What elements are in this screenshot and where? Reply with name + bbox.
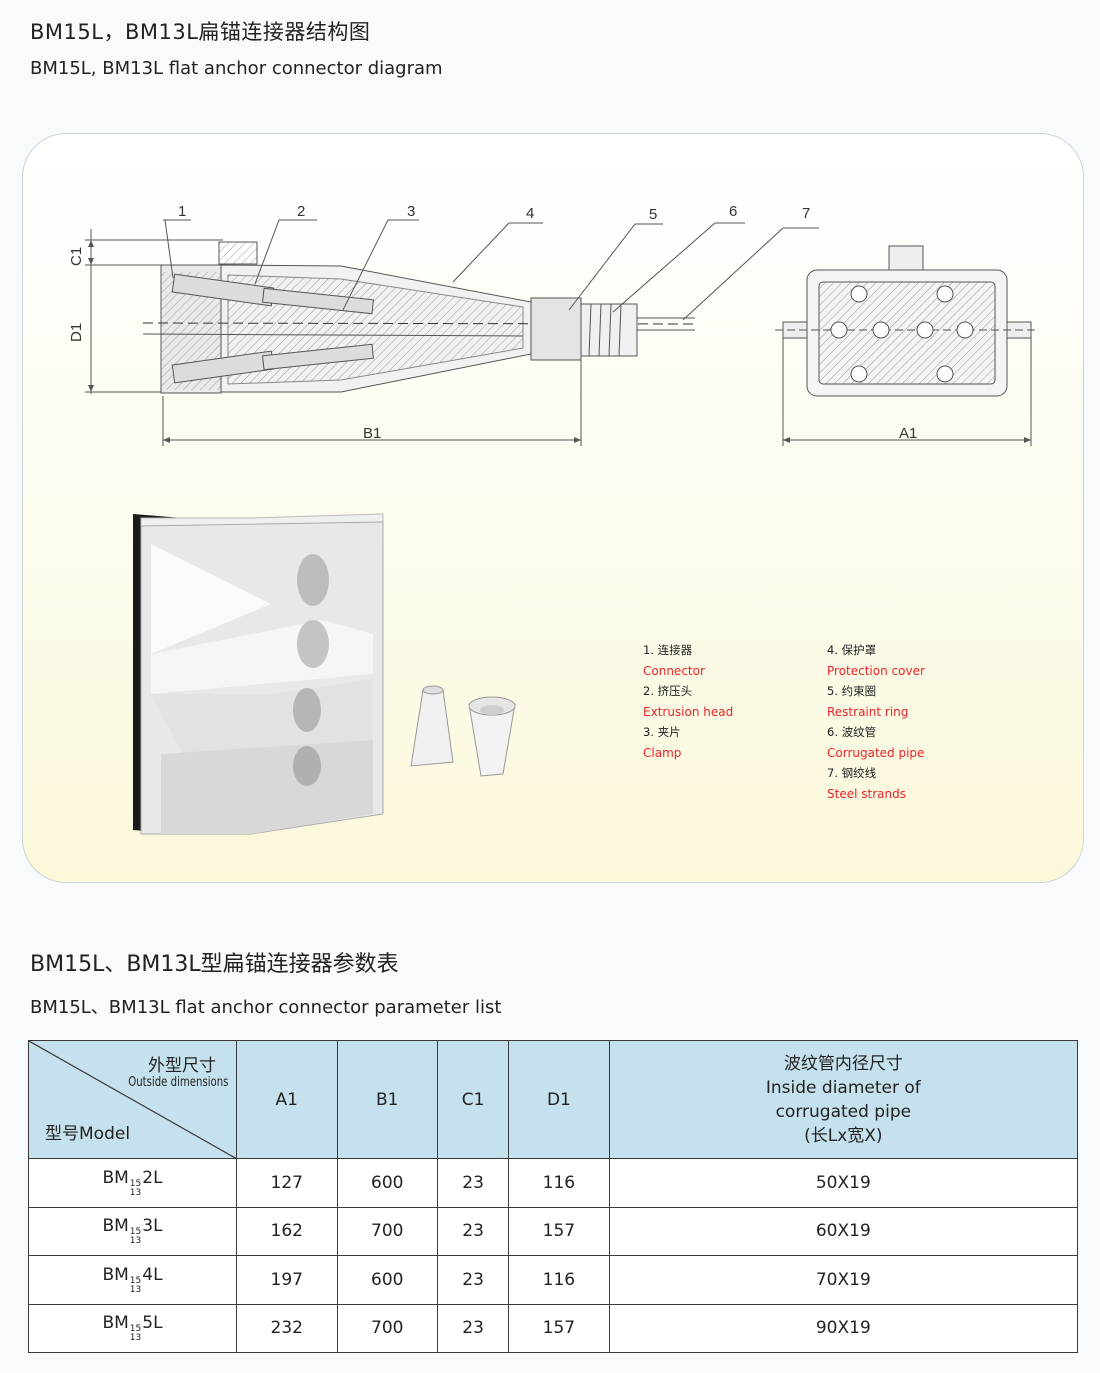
corner-label-cn: 外型尺寸 [148, 1056, 216, 1076]
legend-item-4-en: Protection cover [827, 663, 925, 678]
diagram-panel: 1 2 3 4 5 6 7 B1 A1 C1 D1 [22, 133, 1084, 883]
callout-3: 3 [407, 203, 415, 220]
table-corner-header: 外型尺寸 Outside dimensions 型号Model [28, 1040, 237, 1159]
end-view-bolt [888, 245, 924, 275]
legend-item-3-en: Clamp [643, 745, 682, 760]
parameter-table: 外型尺寸 Outside dimensions 型号Model A1 B1 C1… [28, 1040, 1079, 1353]
header-b1: B1 [336, 1040, 438, 1159]
legend-item-6-en: Corrugated pipe [827, 745, 925, 760]
dim-label-c1: C1 [68, 247, 85, 266]
legend-item-2-en: Extrusion head [643, 704, 734, 719]
corner-label-en: Outside dimensions [127, 1075, 228, 1090]
pipe-header-line-4: (长Lx宽X) [804, 1125, 883, 1146]
diagram-title-cn: BM15L，BM13L扁锚连接器结构图 [30, 20, 371, 44]
cell-d1: 116 [508, 1255, 610, 1305]
cell-a1: 197 [236, 1255, 338, 1305]
cell-pipe: 60X19 [608, 1206, 1079, 1256]
header-pipe-diameter: 波纹管内径尺寸 Inside diameter of corrugated pi… [608, 1040, 1079, 1159]
cell-b1: 600 [336, 1255, 438, 1305]
table-title-en: BM15L、BM13L flat anchor connector parame… [30, 997, 502, 1018]
callout-1: 1 [178, 203, 186, 220]
legend-item-1-cn: 1. 连接器 [643, 643, 693, 657]
cell-d1: 157 [508, 1206, 610, 1256]
pipe-header-line-1: 波纹管内径尺寸 [783, 1053, 903, 1074]
legend-right-column: 4. 保护罩 Protection cover 5. 约束圈 Restraint… [827, 640, 997, 804]
legend-item-2-cn: 2. 挤压头 [643, 684, 693, 698]
cell-a1: 232 [236, 1303, 338, 1353]
table-title-cn: BM15L、BM13L型扁锚连接器参数表 [30, 952, 399, 977]
cell-c1: 23 [436, 1158, 510, 1208]
cell-d1: 157 [508, 1303, 610, 1353]
cell-a1: 162 [236, 1206, 338, 1256]
cell-a1: 127 [236, 1158, 338, 1208]
cell-pipe: 50X19 [608, 1158, 1079, 1208]
connector-bolt [218, 241, 258, 265]
pipe-header-line-3: corrugated pipe [775, 1101, 912, 1122]
corner-label-model: 型号Model [45, 1124, 131, 1144]
cell-b1: 700 [336, 1206, 438, 1256]
cell-b1: 600 [336, 1158, 438, 1208]
cell-d1: 116 [508, 1158, 610, 1208]
legend-item-5-cn: 5. 约束圈 [827, 684, 877, 698]
header-c1: C1 [436, 1040, 510, 1159]
cell-pipe: 90X19 [608, 1303, 1079, 1353]
callout-5: 5 [649, 206, 657, 223]
diagram-title-en: BM15L, BM13L flat anchor connector diagr… [30, 58, 443, 79]
pipe-header-line-2: Inside diameter of [765, 1077, 921, 1098]
cell-c1: 23 [436, 1303, 510, 1353]
legend-item-7-en: Steel strands [827, 786, 906, 801]
cell-c1: 23 [436, 1206, 510, 1256]
legend-item-7-cn: 7. 钢绞线 [827, 766, 877, 780]
legend-item-5-en: Restraint ring [827, 704, 909, 719]
connector-technical-drawing: 1 2 3 4 5 6 7 B1 A1 C1 D1 [68, 203, 1039, 835]
legend-item-1-en: Connector [643, 663, 705, 678]
header-d1: D1 [508, 1040, 610, 1159]
corner-diagonal-line [29, 1041, 237, 1159]
restraint-ring [530, 297, 582, 361]
legend-left-column: 1. 连接器 Connector 2. 挤压头 Extrusion head 3… [643, 640, 813, 763]
dim-label-d1: D1 [68, 323, 85, 342]
dim-label-a1: A1 [899, 425, 917, 442]
connector-3d-illustration [133, 513, 516, 835]
callout-2: 2 [297, 203, 305, 220]
cell-b1: 700 [336, 1303, 438, 1353]
dim-label-b1: B1 [363, 425, 381, 442]
cell-c1: 23 [436, 1255, 510, 1305]
cell-pipe: 70X19 [608, 1255, 1079, 1305]
table-header-row: 外型尺寸 Outside dimensions 型号Model A1 B1 C1… [28, 1040, 1079, 1159]
callout-6: 6 [729, 203, 737, 220]
legend-item-3-cn: 3. 夹片 [643, 725, 681, 739]
legend-item-6-cn: 6. 波纹管 [827, 725, 877, 739]
legend-item-4-cn: 4. 保护罩 [827, 643, 877, 657]
callout-7: 7 [802, 205, 810, 222]
callout-4: 4 [526, 205, 534, 222]
header-a1: A1 [236, 1040, 338, 1159]
